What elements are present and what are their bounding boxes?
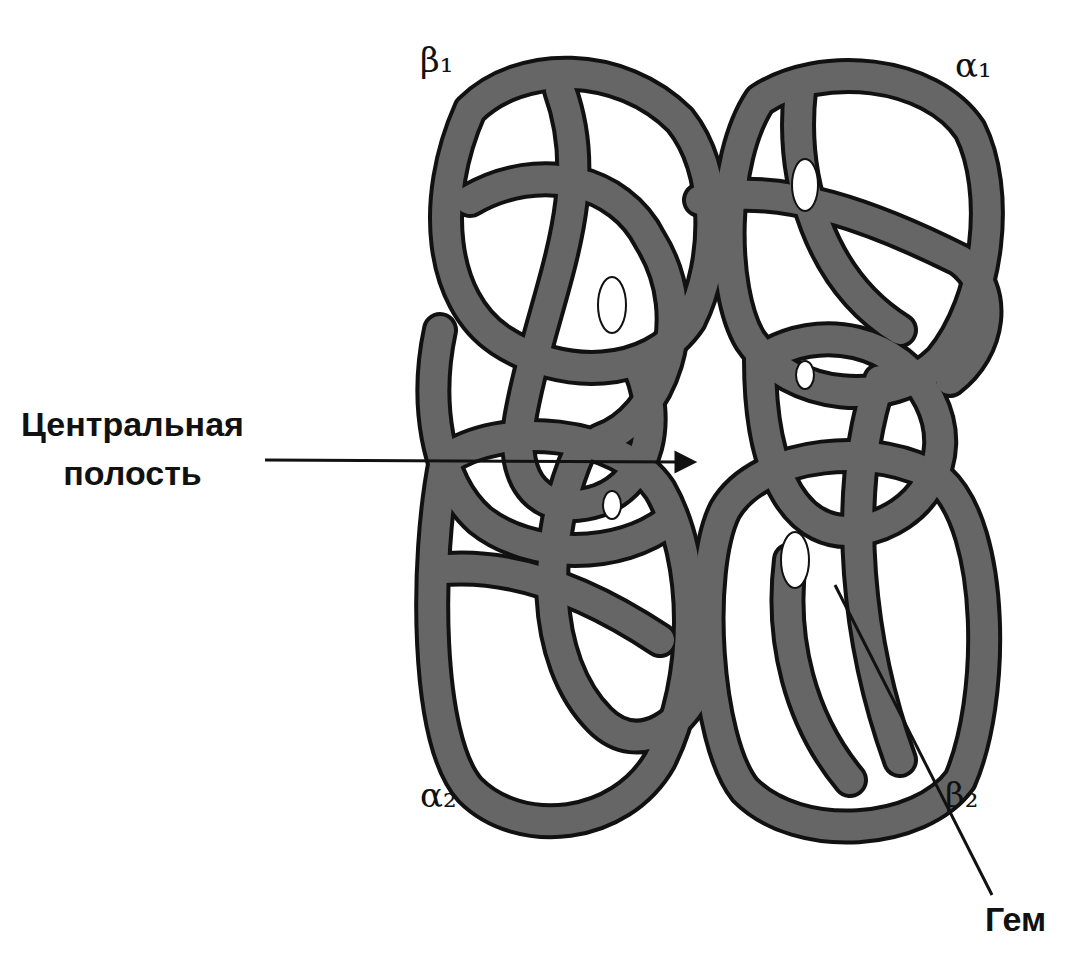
- subunit-label: α₁: [955, 45, 992, 85]
- cavity-label: Центральная полость: [5, 400, 260, 499]
- subunit-label: α₂: [420, 775, 457, 815]
- heme-label: Гем: [985, 900, 1046, 939]
- subunit-label: β₁: [420, 40, 453, 80]
- subunit-label: β₂: [945, 775, 978, 815]
